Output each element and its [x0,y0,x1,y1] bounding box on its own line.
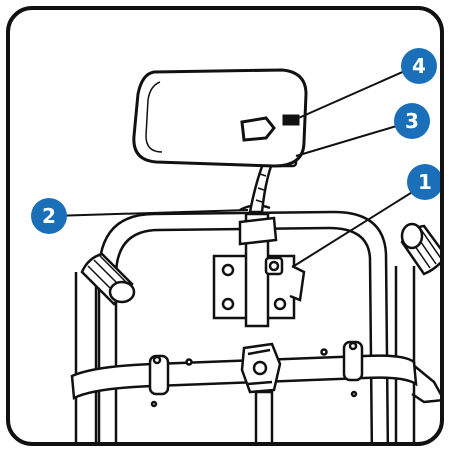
callout-3-label: 3 [405,109,419,133]
figure-frame: 1 2 3 4 [6,6,444,446]
callout-4-badge [401,48,437,84]
callout-2: 2 [31,198,67,234]
headrest-post [238,204,284,328]
right-handle-grip [400,222,440,276]
callout-2-badge [31,198,67,234]
callout-1-badge [407,164,440,200]
callout-4-label: 4 [412,54,426,78]
callout-4: 4 [401,48,437,84]
assembly-illustration: 1 2 3 4 [31,48,440,442]
leader-line-1 [293,185,423,267]
leader-line-4 [293,65,417,121]
callout-1: 1 [407,164,440,200]
callout-3-badge [394,103,430,139]
callout-2-label: 2 [42,204,56,228]
leader-line-2 [51,209,249,217]
callout-1-label: 1 [418,170,432,194]
leader-line-3 [295,121,411,157]
headrest-pad [132,68,308,168]
callout-leader-lines [51,65,423,267]
center-clamp [240,342,282,442]
left-handle-grip [80,252,136,306]
callout-3: 3 [394,103,430,139]
